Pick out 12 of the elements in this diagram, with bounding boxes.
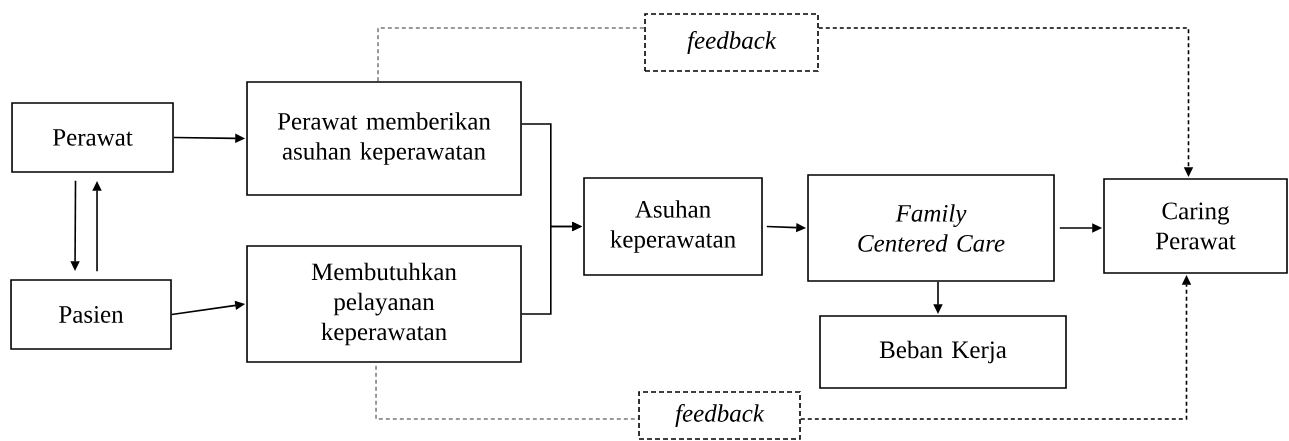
feedback-line	[375, 365, 639, 420]
process-box: Family Centered Care	[807, 174, 1055, 282]
process-box: Pasien	[10, 279, 172, 350]
process-box: Asuhan keperawatan	[583, 177, 763, 276]
feedback-box: feedback	[644, 13, 819, 72]
feedback-line	[377, 27, 645, 82]
process-box: Perawat memberikan asuhan keperawatan	[246, 81, 522, 196]
process-box: Caring Perawat	[1103, 178, 1288, 274]
process-box: Membutuhkan pelayanan keperawatan	[246, 245, 522, 363]
process-box: Beban Kerja	[819, 315, 1067, 389]
feedback-box: feedback	[638, 391, 801, 440]
process-box: Perawat	[11, 102, 174, 173]
